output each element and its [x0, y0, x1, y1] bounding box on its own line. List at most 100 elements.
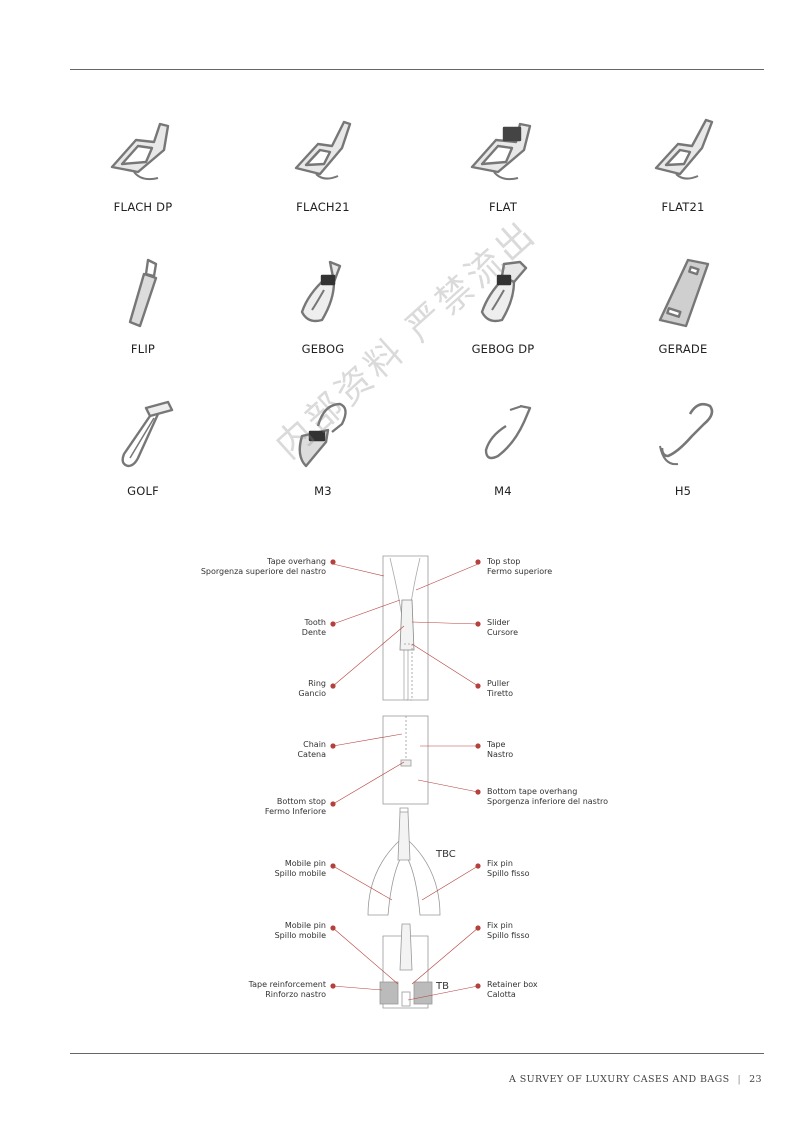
annotation-dot — [475, 863, 481, 869]
annotation-bottom-tape-overhang: Bottom tape overhang Sporgenza inferiore… — [475, 787, 608, 806]
annotation-fix-pin-tbc: Fix pin Spillo fisso — [475, 859, 530, 878]
puller-label: GEBOG — [301, 342, 345, 356]
m4-puller-icon — [484, 404, 532, 460]
annotation-dot — [475, 559, 481, 565]
leader-lines-left — [332, 563, 405, 991]
bottom-rule — [70, 1053, 764, 1054]
annotation-en: Bottom stop — [277, 797, 326, 806]
puller-flach-dp: FLACH DP — [83, 112, 203, 214]
annotation-it: Sporgenza inferiore del nastro — [487, 797, 608, 806]
footer: A SURVEY OF LUXURY CASES AND BAGS | 23 — [509, 1074, 762, 1085]
annotation-slider: Slider Cursore — [475, 618, 518, 637]
puller-flip: FLIP — [83, 254, 203, 356]
annotation-dot — [330, 683, 336, 689]
puller-label: FLAT — [488, 200, 518, 214]
zipper-tb-section — [379, 923, 433, 1009]
annotation-en: Ring — [308, 679, 326, 688]
puller-flat21: FLAT21 — [623, 112, 743, 214]
annotation-it: Calotta — [487, 990, 516, 999]
golf-puller-icon — [121, 400, 174, 468]
annotation-dot — [475, 925, 481, 931]
annotation-dot — [330, 743, 336, 749]
annotation-it: Nastro — [487, 750, 513, 759]
annotation-it: Spillo fisso — [487, 931, 530, 940]
tb-tag: TB — [435, 981, 449, 992]
annotation-bottom-stop: Bottom stop Fermo Inferiore — [265, 797, 336, 816]
puller-gerade: GERADE — [623, 254, 743, 356]
annotation-top-stop: Top stop Fermo superiore — [475, 557, 552, 576]
flat-puller-icon — [470, 122, 532, 181]
annotation-en: Puller — [487, 679, 510, 688]
tbc-tag: TBC — [435, 849, 456, 860]
m3-puller-icon — [298, 402, 347, 468]
annotation-it: Tiretto — [486, 689, 513, 698]
annotation-it: Spillo mobile — [275, 869, 326, 878]
flach-dp-puller-icon — [110, 122, 170, 181]
annotation-it: Sporgenza superiore del nastro — [201, 567, 326, 576]
annotation-it: Cursore — [487, 628, 518, 637]
h5-puller-icon — [659, 402, 714, 466]
annotation-it: Dente — [302, 628, 326, 637]
puller-gebog: GEBOG — [263, 254, 383, 356]
annotation-en: Top stop — [486, 557, 520, 566]
annotation-dot — [475, 789, 481, 795]
puller-label: M4 — [494, 484, 512, 498]
annotation-en: Chain — [303, 740, 326, 749]
puller-label: FLACH DP — [113, 200, 173, 214]
annotation-en: Tape overhang — [266, 557, 326, 566]
annotation-dot — [475, 621, 481, 627]
annotation-en: Bottom tape overhang — [487, 787, 577, 796]
puller-label: FLACH21 — [296, 200, 350, 214]
annotation-it: Catena — [297, 750, 326, 759]
annotation-ring: Ring Gancio — [298, 679, 336, 698]
annotation-dot — [330, 559, 336, 565]
annotation-dot — [475, 683, 481, 689]
right-annotations: Top stop Fermo superiore Slider Cursore … — [475, 557, 608, 999]
annotation-en: Fix pin — [487, 859, 513, 868]
footer-title: A SURVEY OF LUXURY CASES AND BAGS — [509, 1074, 730, 1085]
page-number: 23 — [749, 1074, 762, 1085]
puller-label: GEBOG DP — [471, 342, 535, 356]
flip-puller-icon — [128, 258, 158, 328]
gerade-puller-icon — [658, 258, 710, 328]
puller-label: GERADE — [658, 342, 708, 356]
annotation-dot — [330, 621, 336, 627]
annotation-dot — [475, 983, 481, 989]
puller-gebog-dp: GEBOG DP — [443, 254, 563, 356]
annotation-en: Retainer box — [487, 980, 538, 989]
annotation-it: Fermo superiore — [487, 567, 552, 576]
annotation-dot — [330, 801, 336, 807]
annotation-en: Fix pin — [487, 921, 513, 930]
annotation-it: Fermo Inferiore — [265, 807, 326, 816]
annotation-mobile-pin-tbc: Mobile pin Spillo mobile — [275, 859, 336, 878]
annotation-it: Rinforzo nastro — [265, 990, 326, 999]
annotation-it: Spillo mobile — [275, 931, 326, 940]
annotation-dot — [330, 863, 336, 869]
annotation-fix-pin-tb: Fix pin Spillo fisso — [475, 921, 530, 940]
flach21-puller-icon — [294, 120, 352, 180]
puller-m3: M3 — [263, 396, 383, 498]
puller-label: H5 — [674, 484, 692, 498]
puller-m4: M4 — [443, 396, 563, 498]
annotation-dot — [330, 925, 336, 931]
annotation-mobile-pin-tb: Mobile pin Spillo mobile — [275, 921, 336, 940]
top-rule — [70, 69, 764, 70]
flat21-puller-icon — [654, 118, 714, 180]
annotation-en: Tape reinforcement — [248, 980, 326, 989]
annotation-tooth: Tooth Dente — [302, 618, 336, 637]
annotation-puller: Puller Tiretto — [475, 679, 513, 698]
puller-label: FLIP — [130, 342, 156, 356]
annotation-chain: Chain Catena — [297, 740, 336, 759]
zipper-tbc-section — [367, 807, 441, 916]
annotation-it: Spillo fisso — [487, 869, 530, 878]
puller-flat: FLAT — [443, 112, 563, 214]
puller-flach21: FLACH21 — [263, 112, 383, 214]
zipper-anatomy-diagram: TBC TB Tape overhang Sporgenza superiore… — [201, 555, 608, 1009]
puller-label: GOLF — [127, 484, 159, 498]
left-annotations: Tape overhang Sporgenza superiore del na… — [201, 557, 336, 999]
annotation-dot — [475, 743, 481, 749]
footer-separator: | — [737, 1074, 742, 1085]
zipper-top-section — [382, 555, 429, 701]
leader-lines-right — [407, 563, 479, 1001]
annotation-en: Mobile pin — [285, 921, 326, 930]
